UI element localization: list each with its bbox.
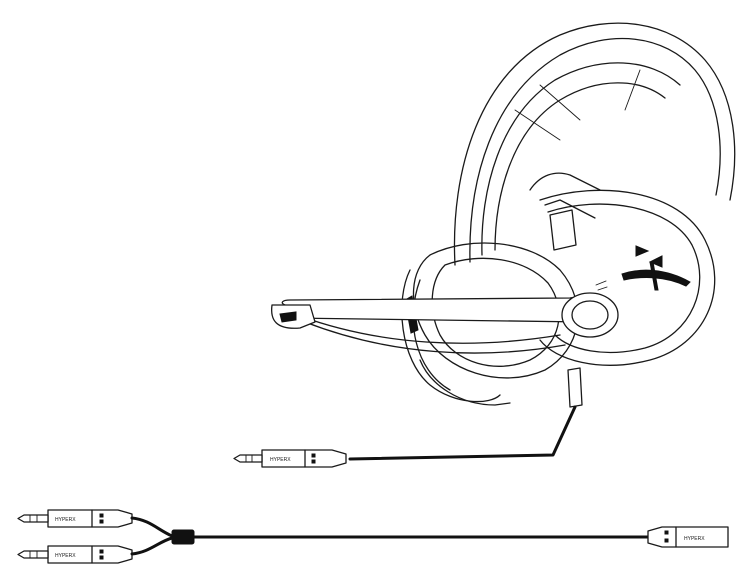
splitter-plug-top: HYPERX — [17, 509, 133, 528]
splitter-plug-bottom: HYPERX — [17, 545, 133, 564]
jack-brand-label: HYPERX — [55, 517, 76, 523]
microphone-boom — [270, 292, 619, 354]
splitter-junction — [171, 529, 195, 545]
headset: HYPERX — [233, 22, 736, 468]
jack-brand-label: HYPERX — [55, 553, 76, 559]
splitter-cable: HYPERX HYPERX HYPERX — [17, 509, 729, 564]
headband — [453, 22, 736, 266]
jack-brand-label: HYPERX — [684, 536, 705, 542]
headset-cable — [348, 367, 583, 461]
left-earcup — [401, 269, 511, 406]
headset-plug: HYPERX — [233, 449, 347, 468]
right-earcup — [412, 189, 716, 379]
hyperx-logo-icon — [621, 245, 691, 291]
splitter-socket: HYPERX — [647, 526, 729, 548]
jack-brand-label: HYPERX — [270, 457, 291, 463]
